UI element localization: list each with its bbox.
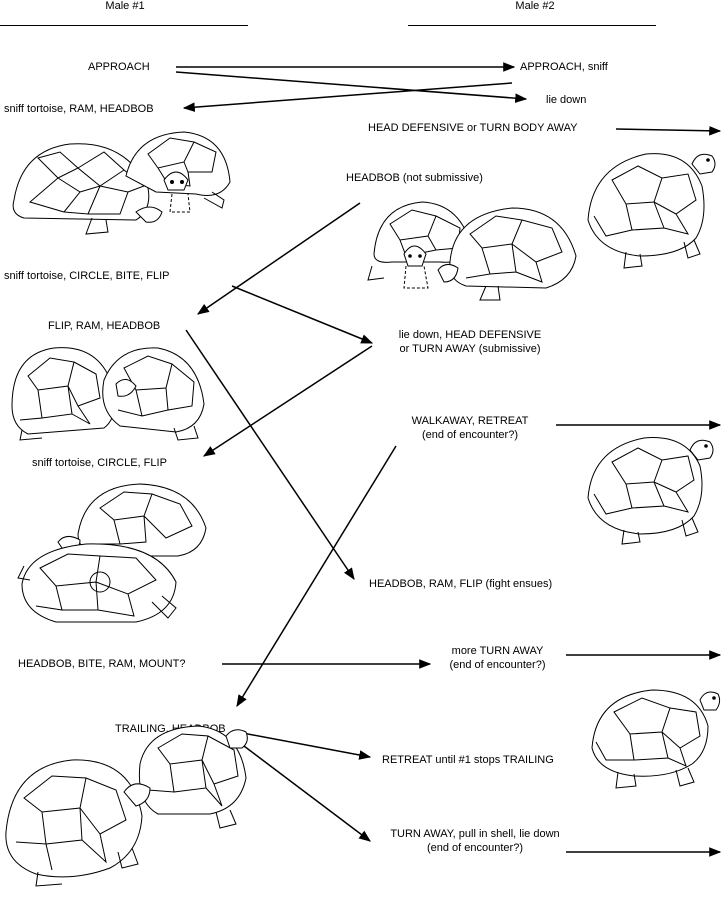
label-head-defensive: HEAD DEFENSIVE or TURN BODY AWAY	[368, 122, 578, 134]
label-liedown-defensive-1: lie down, HEAD DEFENSIVE	[398, 329, 542, 341]
arrow-liedown-to-sniff-circle	[202, 345, 373, 457]
label-headbob-bite-mount: HEADBOB, BITE, RAM, MOUNT?	[18, 658, 186, 670]
label-liedown-defensive-2: or TURN AWAY (submissive)	[399, 343, 541, 355]
two-tortoises-sniff-ram-illustration	[12, 131, 231, 235]
label-walkaway-1: WALKAWAY, RETREAT	[411, 415, 529, 427]
tortoise-walking-away-illustration-3	[591, 689, 721, 789]
column-rule-male2	[408, 25, 656, 26]
two-tortoises-trailing-illustration	[5, 725, 248, 887]
arrow-approach-to-liedown	[175, 71, 528, 103]
two-tortoises-flip-ram-illustration	[11, 347, 205, 441]
two-tortoises-headbob-illustration	[367, 201, 577, 301]
label-pull-in-shell-1: TURN AWAY, pull in shell, lie down	[390, 828, 560, 840]
label-sniff-circle-bite-flip: sniff tortoise, CIRCLE, BITE, FLIP	[4, 270, 170, 282]
arrow-headdef-exit	[615, 125, 722, 136]
arrow-headbob-to-flip	[197, 202, 361, 315]
tortoise-walking-away-illustration-1	[587, 153, 716, 269]
label-fight-ensues: HEADBOB, RAM, FLIP (fight ensues)	[369, 578, 553, 590]
label-more-turn-1: more TURN AWAY	[451, 645, 544, 657]
arrow-trailing-to-pull	[231, 736, 371, 842]
label-approach-male2: APPROACH, sniff	[520, 61, 608, 73]
label-sniff-ram-headbob: sniff tortoise, RAM, HEADBOB	[4, 103, 154, 115]
arrow-circle-to-liedown	[231, 285, 374, 344]
column-rule-male1	[0, 25, 248, 26]
label-liedown: lie down	[546, 94, 587, 106]
arrow-approach-to-sniff	[182, 82, 513, 112]
label-flip-ram-headbob: FLIP, RAM, HEADBOB	[48, 320, 161, 332]
arrow-trailing-to-retreat	[231, 730, 372, 760]
label-more-turn-2: (end of encounter?)	[449, 659, 546, 671]
label-headbob-not-submissive: HEADBOB (not submissive)	[346, 172, 483, 184]
arrow-walkaway-to-trailing	[236, 445, 397, 708]
column-header-male1: Male #1	[105, 0, 145, 12]
column-header-male2: Male #2	[515, 0, 555, 12]
label-approach-male1: APPROACH	[88, 61, 150, 73]
tortoise-walking-away-illustration-2	[587, 437, 714, 545]
label-retreat-trailing: RETREAT until #1 stops TRAILING	[382, 754, 554, 766]
tortoise-mounted-flipped-illustration	[17, 483, 207, 623]
label-walkaway-2: (end of encounter?)	[421, 429, 518, 441]
label-pull-in-shell-2: (end of encounter?)	[426, 842, 523, 854]
label-sniff-circle-flip: sniff tortoise, CIRCLE, FLIP	[32, 457, 167, 469]
arrow-flip-to-fight	[185, 329, 355, 580]
